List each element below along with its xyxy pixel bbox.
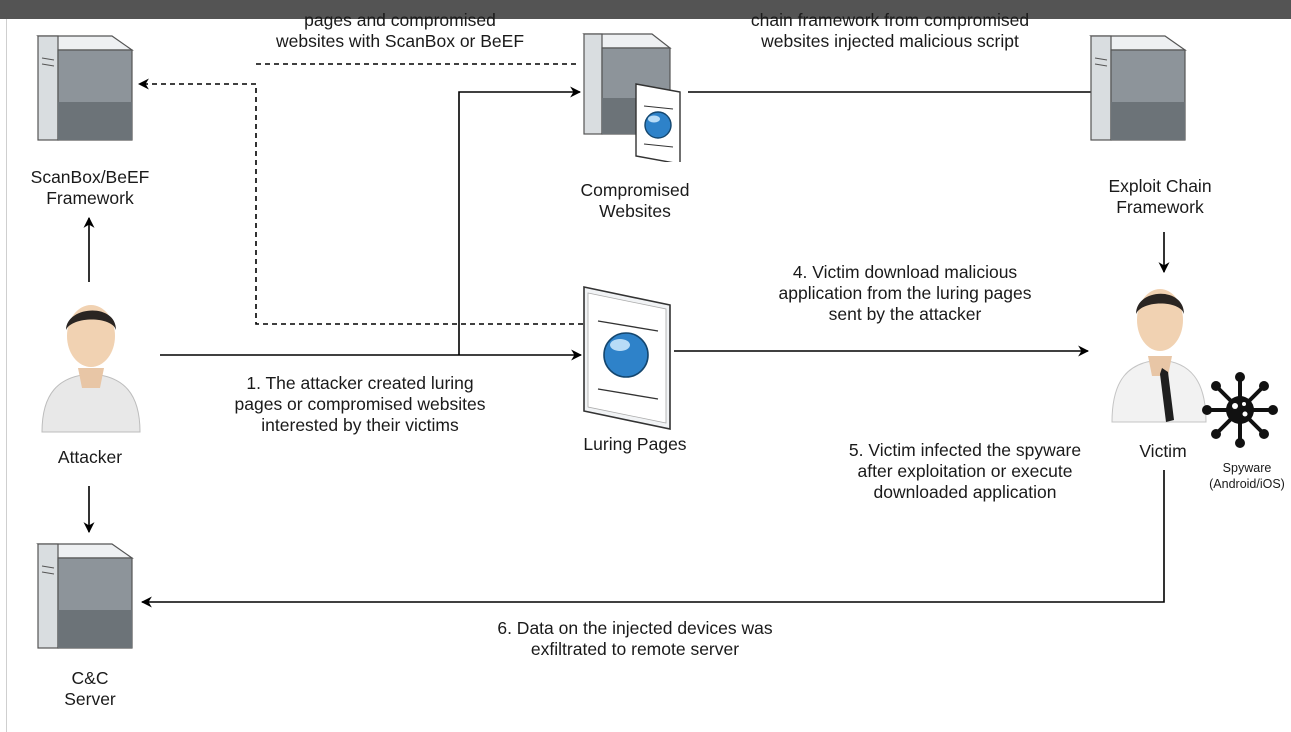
dashed-connector-to-scanbox bbox=[137, 78, 583, 325]
step5-line1: 5. Victim infected the spyware bbox=[848, 440, 1082, 460]
step2-label: pages and compromised websites with Scan… bbox=[220, 10, 580, 52]
left-edge-line bbox=[6, 19, 7, 732]
exploit-chain-server-icon bbox=[1089, 35, 1187, 141]
step4-line3: sent by the attacker bbox=[828, 304, 982, 324]
exploit-label-line2: Framework bbox=[1116, 197, 1204, 217]
arrow-victim-to-cnc bbox=[140, 470, 1165, 608]
scanbox-label-line1: ScanBox/BeEF bbox=[30, 167, 150, 187]
step3-label: chain framework from compromised website… bbox=[690, 10, 1090, 52]
spyware-label: Spyware (Android/iOS) bbox=[1206, 460, 1288, 492]
victim-label: Victim bbox=[1118, 441, 1208, 462]
cnc-label-line1: C&C bbox=[71, 668, 109, 688]
step6-line1: 6. Data on the injected devices was bbox=[497, 618, 773, 638]
cnc-server-icon bbox=[36, 543, 134, 649]
exploit-label-line1: Exploit Chain bbox=[1108, 176, 1212, 196]
step5-label: 5. Victim infected the spyware after exp… bbox=[800, 440, 1130, 503]
cnc-server-label: C&C Server bbox=[20, 668, 160, 710]
victim-label-text: Victim bbox=[1139, 441, 1187, 461]
compromised-label-line2: Websites bbox=[599, 201, 671, 221]
scanbox-label-line2: Framework bbox=[46, 188, 134, 208]
cnc-label-line2: Server bbox=[64, 689, 116, 709]
step6-line2: exfiltrated to remote server bbox=[530, 639, 740, 659]
attacker-label-text: Attacker bbox=[57, 447, 123, 467]
step6-label: 6. Data on the injected devices was exfi… bbox=[440, 618, 830, 660]
window-top-bar bbox=[0, 0, 1291, 19]
step2-line1: pages and compromised bbox=[304, 10, 496, 30]
step1-line3: interested by their victims bbox=[261, 415, 459, 435]
step4-line1: 4. Victim download malicious bbox=[792, 262, 1018, 282]
arrow-attacker-to-compromised bbox=[458, 86, 582, 355]
attacker-person-icon bbox=[41, 305, 141, 433]
spyware-virus-icon bbox=[1202, 372, 1278, 448]
step4-line2: application from the luring pages bbox=[778, 283, 1032, 303]
spyware-label-line1: Spyware bbox=[1222, 461, 1272, 475]
scanbox-server-icon bbox=[36, 35, 134, 141]
scanbox-framework-label: ScanBox/BeEF Framework bbox=[0, 167, 180, 209]
luring-label-text: Luring Pages bbox=[583, 434, 687, 454]
spyware-label-line2: (Android/iOS) bbox=[1209, 477, 1285, 491]
step1-label: 1. The attacker created luring pages or … bbox=[195, 373, 525, 436]
step4-label: 4. Victim download malicious application… bbox=[725, 262, 1085, 325]
step3-line1: chain framework from compromised bbox=[750, 10, 1030, 30]
compromised-websites-icon bbox=[582, 33, 681, 162]
step5-line3: downloaded application bbox=[873, 482, 1057, 502]
attacker-label: Attacker bbox=[20, 447, 160, 468]
step2-line2: websites with ScanBox or BeEF bbox=[275, 31, 525, 51]
compromised-label-line1: Compromised bbox=[580, 180, 690, 200]
step1-line1: 1. The attacker created luring bbox=[246, 373, 474, 393]
step5-line2: after exploitation or execute bbox=[857, 461, 1073, 481]
victim-person-icon bbox=[1111, 289, 1207, 423]
step3-line2: websites injected malicious script bbox=[761, 31, 1019, 51]
luring-pages-label: Luring Pages bbox=[560, 434, 710, 455]
compromised-websites-label: Compromised Websites bbox=[545, 180, 725, 222]
step1-line2: pages or compromised websites bbox=[234, 394, 486, 414]
exploit-chain-framework-label: Exploit Chain Framework bbox=[1070, 176, 1250, 218]
luring-pages-icon bbox=[583, 286, 671, 430]
